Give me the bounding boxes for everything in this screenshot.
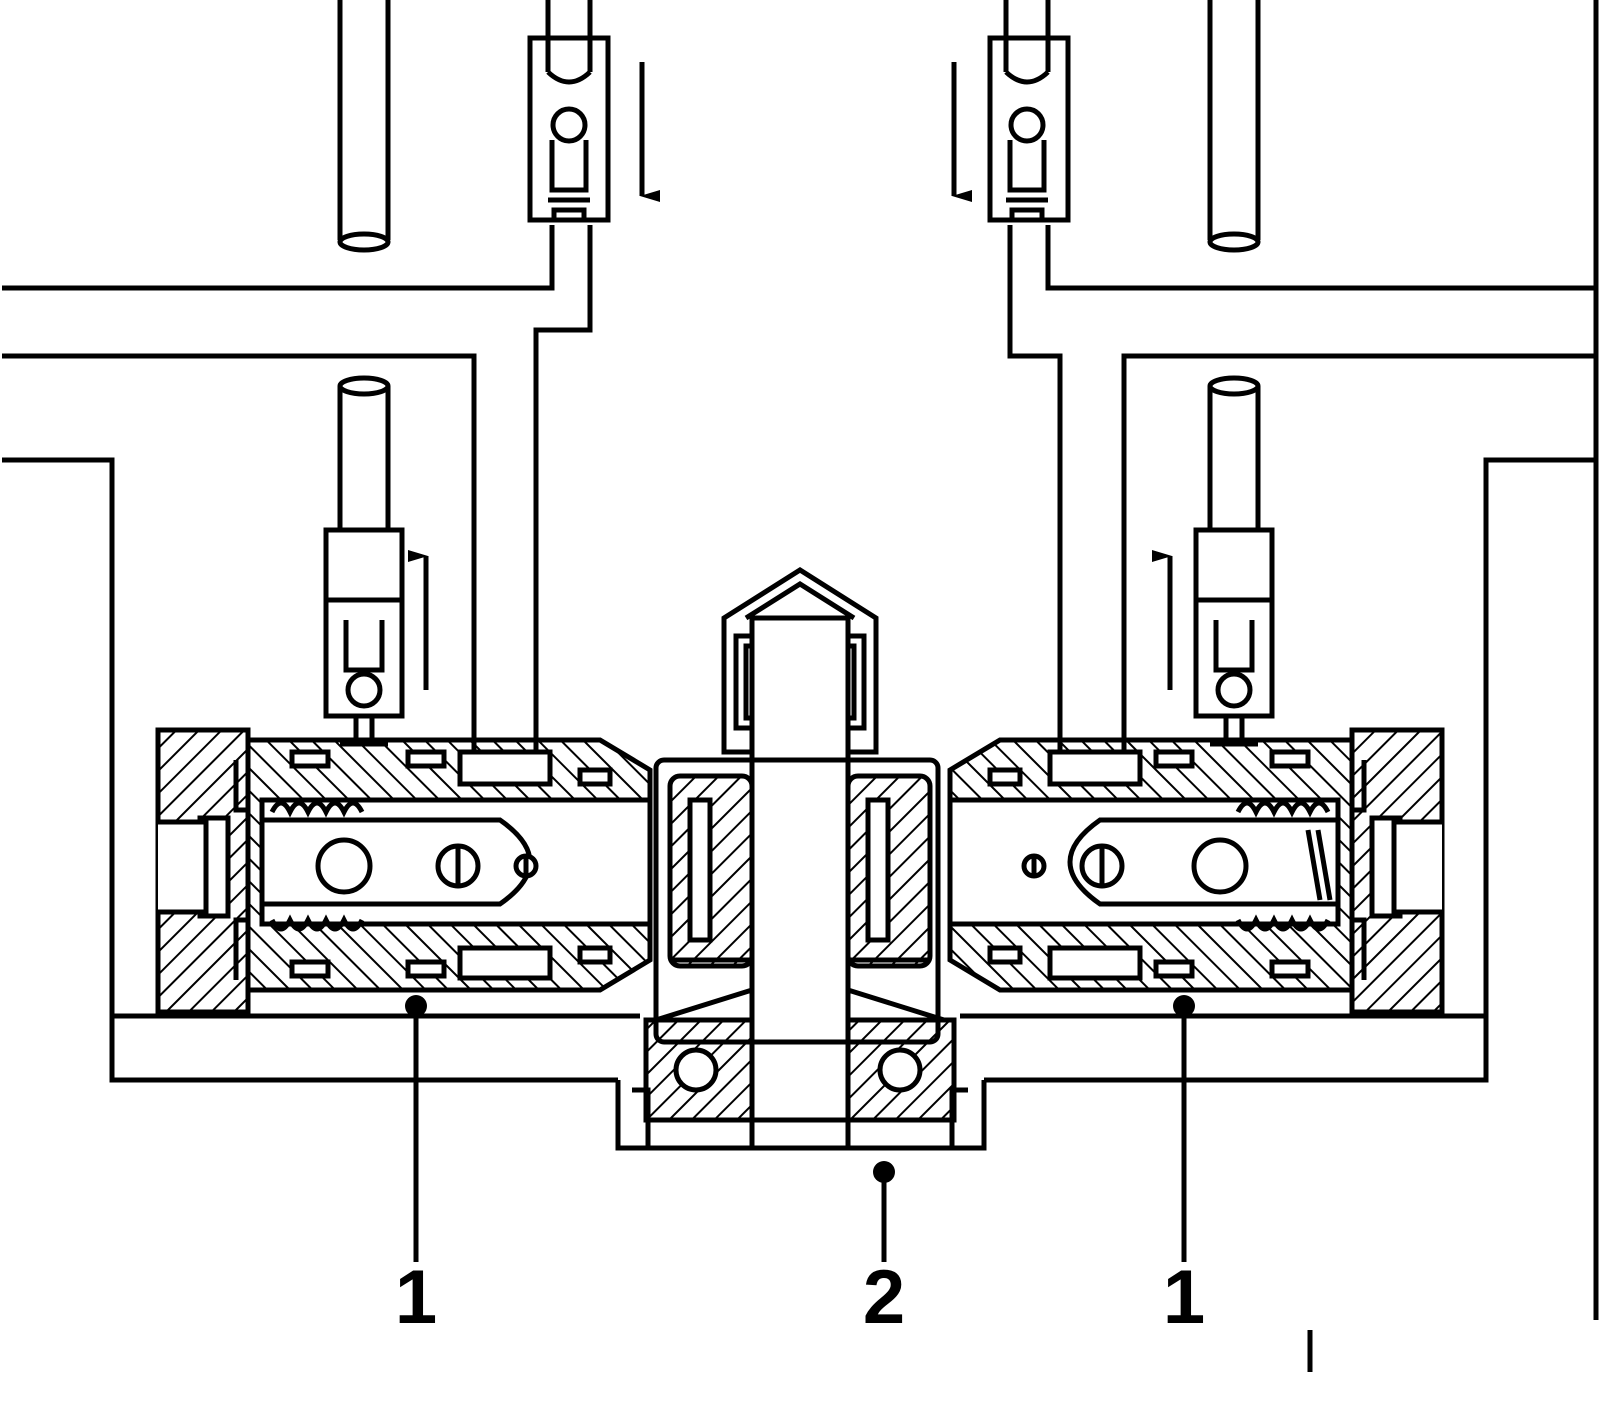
callout-leaders (413, 1006, 1187, 1262)
flow-arrows (408, 62, 1173, 690)
top-tubes (337, 0, 1261, 530)
top-left-check-valve (527, 0, 611, 223)
lower-right-check-valve (1193, 527, 1275, 747)
center-drive-assembly (615, 567, 987, 1151)
top-right-check-valve (987, 0, 1071, 223)
left-pump-cylinder (155, 727, 653, 1015)
callout-label-center-drive: 2 (862, 1255, 906, 1340)
callout-dot-icon (405, 995, 427, 1017)
callout-dot-icon (1173, 995, 1195, 1017)
right-pump-cylinder (947, 727, 1445, 1015)
callout-label-left-pump: 1 (394, 1255, 438, 1340)
lower-left-check-valve (323, 527, 405, 747)
callout-label-right-pump: 1 (1162, 1255, 1206, 1340)
callout-dot-icon (873, 1161, 895, 1183)
housing-outline (2, 0, 1599, 1372)
